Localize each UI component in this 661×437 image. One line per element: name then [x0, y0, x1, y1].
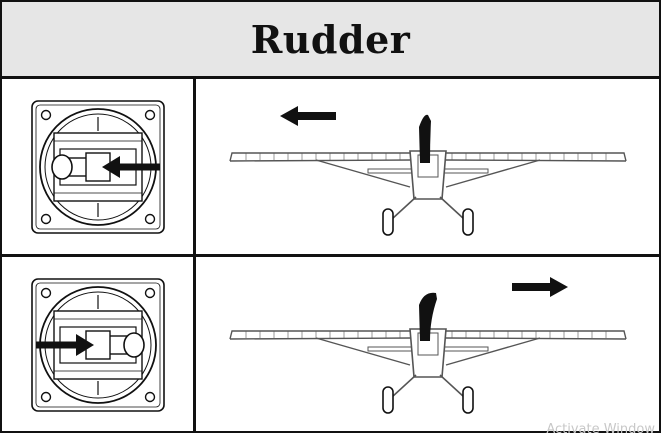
- left-wing-top: [229, 330, 411, 340]
- input-arrow-head: [76, 334, 94, 356]
- left-wing-bottom: [229, 337, 412, 340]
- input-arrow-head: [102, 156, 120, 178]
- airplane-front-view: [229, 277, 627, 414]
- left-wing-bottom: [229, 159, 412, 162]
- row-divider: [2, 254, 659, 257]
- yaw-arrow-head: [550, 277, 568, 297]
- right-wing-bottom: [444, 337, 627, 340]
- left-wheel: [382, 386, 394, 414]
- airplane-panel-left: [196, 79, 659, 254]
- airplane-front-view: [229, 106, 627, 236]
- wing-strut: [315, 159, 411, 188]
- right-wing-bottom: [444, 159, 627, 162]
- wing-strut: [445, 159, 541, 188]
- screw-hole: [40, 287, 52, 299]
- rudder-fin: [419, 114, 431, 163]
- yaw-arrow-head: [280, 106, 298, 126]
- stick-knob: [123, 332, 145, 358]
- gear-leg: [439, 196, 465, 220]
- right-wheel: [462, 386, 474, 414]
- airplane-panel-right: [196, 257, 659, 433]
- screw-hole: [144, 391, 156, 403]
- watermark-text: Activate Window: [546, 422, 655, 437]
- right-wing-top: [445, 330, 627, 340]
- wing-strut: [315, 337, 411, 366]
- screw-hole: [144, 109, 156, 121]
- gear-leg: [391, 374, 417, 398]
- screw-hole: [144, 287, 156, 299]
- right-wheel: [462, 208, 474, 236]
- rudder-fin: [419, 292, 437, 341]
- left-wheel: [382, 208, 394, 236]
- gear-leg: [391, 196, 417, 220]
- screw-hole: [40, 391, 52, 403]
- gimbal-panel-right: [2, 257, 193, 433]
- transmitter-gimbal: [31, 100, 165, 234]
- stick-knob: [51, 154, 73, 180]
- header: Rudder: [2, 2, 659, 79]
- wing-strut: [445, 337, 541, 366]
- screw-hole: [144, 213, 156, 225]
- right-wing-top: [445, 152, 627, 162]
- gimbal-panel-left: [2, 79, 193, 254]
- gear-leg: [439, 374, 465, 398]
- page-title: Rudder: [250, 16, 411, 62]
- transmitter-gimbal: [31, 278, 165, 412]
- column-divider: [193, 79, 196, 433]
- screw-hole: [40, 109, 52, 121]
- left-wing-top: [229, 152, 411, 162]
- screw-hole: [40, 213, 52, 225]
